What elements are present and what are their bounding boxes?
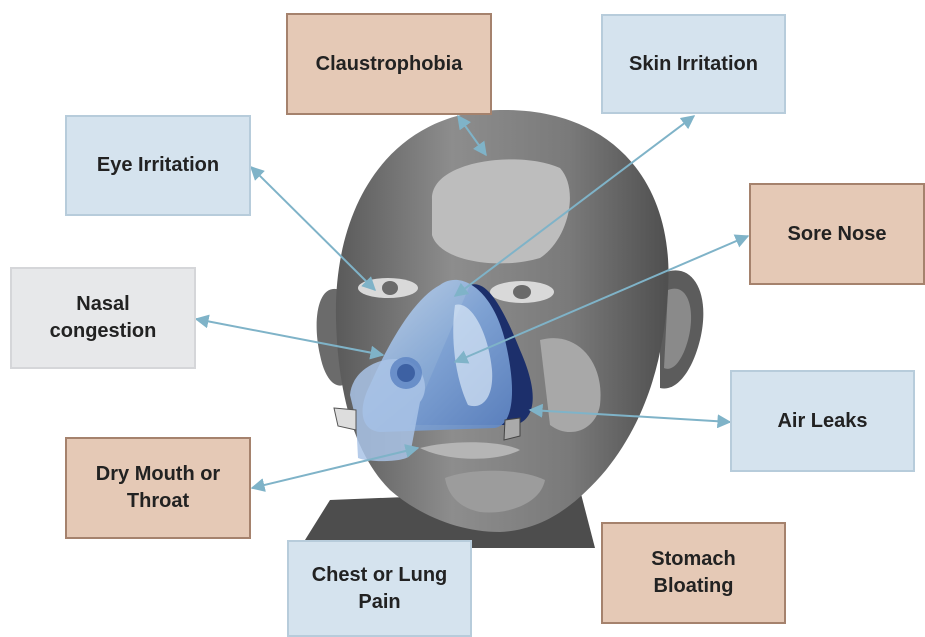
- headgear-strap: [334, 408, 356, 430]
- label-stomach-bloating: Stomach Bloating: [601, 522, 786, 624]
- label-claustrophobia: Claustrophobia: [286, 13, 492, 115]
- label-nasal-congestion: Nasal congestion: [10, 267, 196, 369]
- label-skin-irritation: Skin Irritation: [601, 14, 786, 114]
- forehead-highlight: [432, 159, 570, 263]
- label-chest-pain: Chest or Lung Pain: [287, 540, 472, 637]
- label-dry-mouth: Dry Mouth or Throat: [65, 437, 251, 539]
- label-sore-nose: Sore Nose: [749, 183, 925, 285]
- label-air-leaks: Air Leaks: [730, 370, 915, 472]
- label-eye-irritation: Eye Irritation: [65, 115, 251, 216]
